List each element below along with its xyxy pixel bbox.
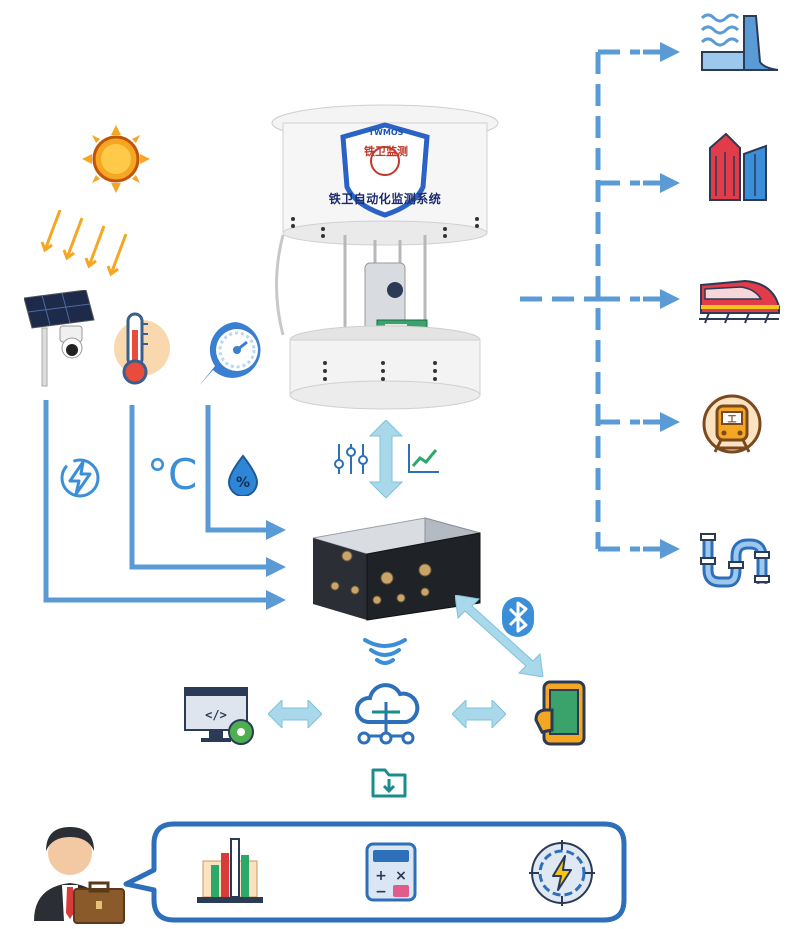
smartphone-icon <box>534 680 586 746</box>
left-data-arrow <box>268 700 322 728</box>
enclosure-title: 铁卫自动化监测系统 <box>328 192 442 206</box>
vertical-data-arrow <box>368 420 404 498</box>
line-chart-icon <box>408 444 439 473</box>
humidity-symbol: % <box>236 475 250 491</box>
pressure-pin-icon <box>199 322 261 386</box>
folder-download-icon <box>371 768 407 798</box>
shield-brand-text: TWMOS <box>368 128 404 137</box>
sun-rays-icon <box>40 210 128 277</box>
celsius-label: °C <box>147 450 198 499</box>
solar-camera-icon <box>24 290 95 387</box>
diagonal-data-arrow <box>455 595 544 677</box>
metro-icon: 工 <box>702 394 762 454</box>
monitoring-enclosure <box>271 104 499 410</box>
pipeline-icon <box>700 533 770 588</box>
right-data-arrow <box>452 700 506 728</box>
bluetooth-icon <box>502 597 534 637</box>
buildings-icon <box>709 132 767 201</box>
svg-text:工: 工 <box>727 414 736 425</box>
cloud-network-icon <box>355 683 420 745</box>
bar-chart-icon <box>197 838 263 903</box>
svg-text:+: + <box>375 868 387 884</box>
humidity-drop-icon: % <box>227 454 259 496</box>
equalizer-icon <box>334 444 368 474</box>
target-bolt-icon <box>529 840 595 906</box>
svg-text:×: × <box>395 868 407 884</box>
high-speed-train-icon <box>699 279 780 324</box>
lightning-icon <box>60 458 100 498</box>
thermometer-icon <box>114 312 170 385</box>
sun-icon <box>82 125 150 193</box>
calculator-icon: + ×− <box>365 842 417 902</box>
svg-text:</>: </> <box>205 708 227 722</box>
datalogger-box-icon <box>312 517 481 621</box>
code-monitor-icon: </> <box>184 687 254 745</box>
shield-title-text: 铁卫监测 <box>364 145 408 158</box>
user-icon <box>34 827 125 924</box>
dam-icon <box>700 13 779 71</box>
wifi-signal-icon <box>363 638 407 665</box>
svg-text:−: − <box>375 884 387 900</box>
